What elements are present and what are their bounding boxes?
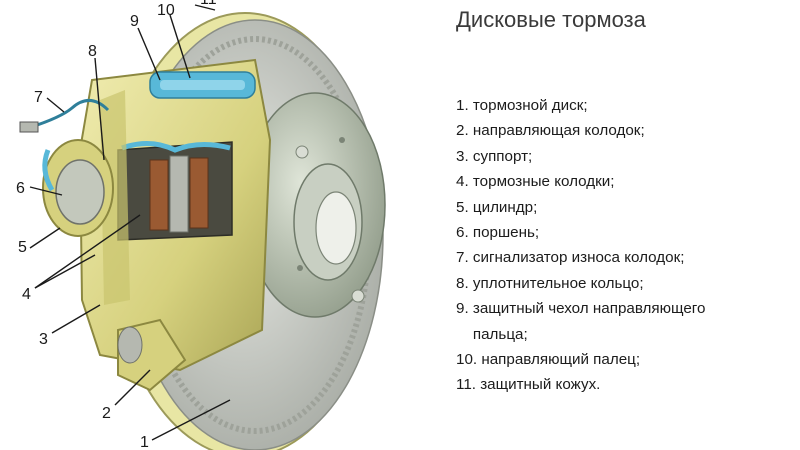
caliper bbox=[78, 58, 272, 372]
callout-6: 6 bbox=[16, 180, 25, 197]
legend-item: 9. защитный чехол направляющего bbox=[456, 300, 706, 318]
legend-item: 8. уплотнительное кольцо; bbox=[456, 274, 644, 292]
legend-item: 10. направляющий палец; bbox=[456, 351, 641, 369]
legend-item: 1. тормозной диск; bbox=[456, 97, 588, 114]
legend-item: 3. суппорт; bbox=[456, 147, 533, 165]
callout-2: 2 bbox=[102, 405, 111, 422]
brake-illustration: 1 2 3 4 5 6 7 8 9 10 11 bbox=[16, 0, 386, 450]
legend-item: 5. цилиндр; bbox=[456, 198, 538, 216]
brake-pad-outer bbox=[189, 157, 209, 229]
callout-11: 11 bbox=[200, 0, 217, 8]
legend-item: 7. сигнализатор износа колодок; bbox=[456, 249, 685, 267]
brake-pad-inner bbox=[149, 159, 169, 231]
parts-legend: 1. тормозной диск; 2. направляющая колод… bbox=[456, 93, 705, 398]
leader-lines bbox=[29, 4, 231, 441]
legend-item: 2. направляющая колодок; bbox=[456, 122, 645, 140]
legend-item: 11. защитный кожух. bbox=[456, 376, 601, 394]
callout-4: 4 bbox=[22, 286, 31, 303]
wheel-hub bbox=[244, 92, 386, 318]
legend-item: 6. поршень; bbox=[456, 224, 540, 242]
callout-1: 1 bbox=[140, 434, 149, 450]
pad-guide bbox=[117, 318, 187, 392]
legend-item: 4. тормозные колодки; bbox=[456, 173, 615, 191]
piston bbox=[55, 159, 105, 225]
legend-item: пальца; bbox=[456, 325, 528, 343]
guide-pin bbox=[149, 71, 256, 99]
wear-sensor bbox=[19, 99, 110, 133]
callout-3: 3 bbox=[39, 331, 48, 348]
seal-ring bbox=[42, 149, 55, 192]
cylinder bbox=[42, 139, 114, 237]
callout-8: 8 bbox=[88, 43, 97, 60]
callout-10: 10 bbox=[157, 2, 175, 19]
callout-5: 5 bbox=[18, 239, 27, 256]
diagram-title: Дисковые тормоза bbox=[456, 7, 646, 32]
callout-9: 9 bbox=[130, 13, 139, 30]
callout-7: 7 bbox=[34, 89, 43, 106]
